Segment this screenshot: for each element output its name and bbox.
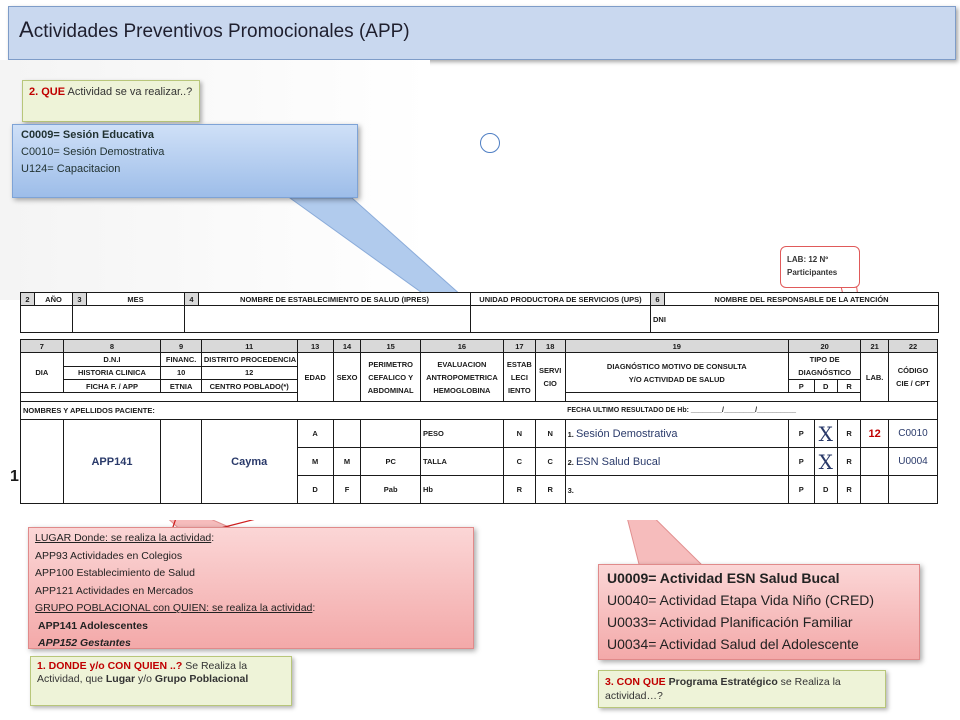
- code-item: U124= Capacitacion: [21, 163, 121, 175]
- his-form: 2 AÑO 3 MES 4 NOMBRE DE ESTABLECIMIENTO …: [20, 292, 939, 520]
- list-item: APP141 Adolescentes: [38, 619, 148, 632]
- list-item: APP121 Actividades en Mercados: [35, 584, 194, 597]
- list-item: APP152 Gestantes: [38, 637, 131, 649]
- code-item: C0009= Sesión Educativa: [21, 129, 154, 141]
- form-header-table: 2 AÑO 3 MES 4 NOMBRE DE ESTABLECIMIENTO …: [20, 292, 939, 333]
- list-item: U0034= Actividad Salud del Adolescente: [607, 636, 859, 652]
- list-item: APP100 Establecimiento de Salud: [35, 567, 195, 579]
- x-mark: X: [818, 449, 833, 474]
- list-item: U0033= Actividad Planificación Familiar: [607, 614, 853, 630]
- list-item: U0009= Actividad ESN Salud Bucal: [607, 570, 840, 586]
- list-item: U0040= Actividad Etapa Vida Niño (CRED): [607, 592, 875, 608]
- diagnosis-text: ESN Salud Bucal: [575, 455, 661, 468]
- district: Cayma: [200, 419, 298, 504]
- row-number: 1: [10, 468, 19, 485]
- note-donde: 1. DONDE y/o CON QUIEN ..? Se Realiza la…: [30, 656, 292, 706]
- patient-name-label: NOMBRES Y APELLIDOS PACIENTE:: [20, 401, 566, 420]
- form-main-table: 7 8 9 11 13 14 15 16 17 18 19 20 21 22 D…: [20, 339, 939, 504]
- table-row: D F Pab Hb R R 3. P D R: [21, 475, 939, 504]
- lab-value: 12: [860, 419, 889, 448]
- title-bar: Actividades Preventivos Promocionales (A…: [8, 6, 956, 60]
- list-item: APP93 Actividades en Colegios: [35, 549, 183, 562]
- lugar-note: LUGAR Donde: se realiza la actividad: AP…: [28, 527, 474, 649]
- hb-date-label: FECHA ULTIMO RESULTADO DE Hb: ________/_…: [565, 401, 939, 420]
- circle-icon: [480, 133, 500, 153]
- table-row: M M PC TALLA C C 2. ESN Salud Bucal P X …: [21, 447, 939, 476]
- x-mark: X: [818, 421, 833, 446]
- code-item: C0010= Sesión Demostrativa: [21, 146, 165, 158]
- cpt-code: U0004: [887, 447, 939, 476]
- program-codes-box: U0009= Actividad ESN Salud Bucal U0040= …: [598, 564, 920, 660]
- table-row: APP141 Cayma A PESO N N 1. Sesión Demost…: [20, 419, 939, 504]
- note-que: 2. QUE Actividad se va realizar..?: [22, 80, 200, 122]
- page-title: Actividades Preventivos Promocionales (A…: [19, 17, 410, 42]
- diagnosis-text: Sesión Demostrativa: [575, 427, 678, 440]
- activity-codes-box: C0009= Sesión Educativa C0010= Sesión De…: [12, 124, 358, 198]
- app-code: APP141: [62, 419, 162, 504]
- dni-label: DNI: [650, 305, 939, 333]
- lab-note: LAB: 12 Nº Participantes: [780, 246, 860, 288]
- cpt-code: C0010: [887, 419, 939, 448]
- note-conque: 3. CON QUE Programa Estratégico se Reali…: [598, 670, 886, 708]
